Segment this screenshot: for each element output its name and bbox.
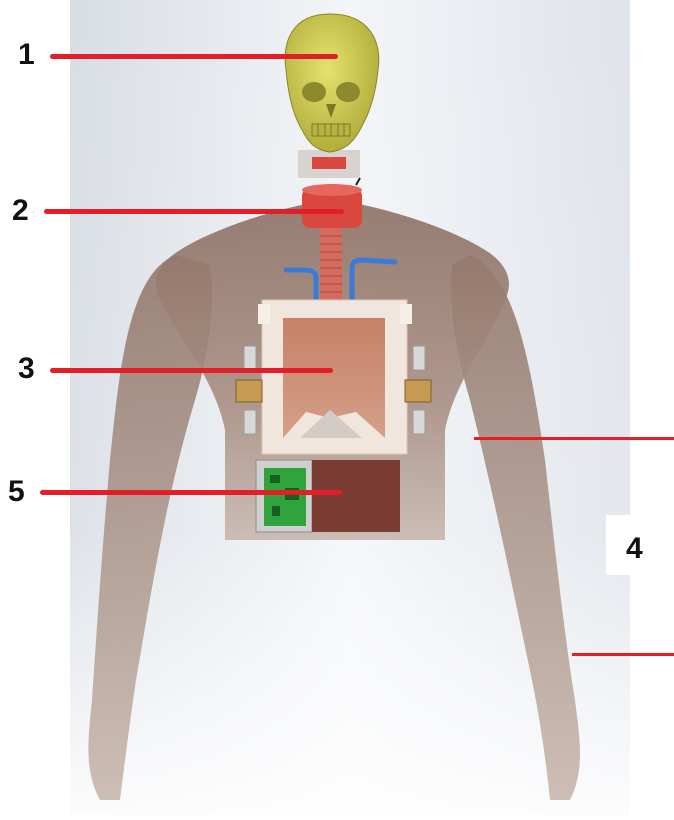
lung-assembly [258, 300, 412, 454]
callout-line-4a [474, 437, 674, 440]
trachea-tube [320, 228, 342, 300]
electronics-module [256, 460, 400, 532]
callout-line-3 [50, 368, 333, 373]
callout-line-1 [50, 54, 338, 59]
callout-line-5 [40, 490, 342, 495]
callout-label-3: 3 [18, 354, 35, 384]
callout-label-2: 2 [12, 196, 29, 226]
callout-label-1: 1 [18, 40, 35, 70]
callout-label-4: 4 [626, 534, 643, 564]
callout-line-4b [572, 653, 674, 656]
callout-label-5: 5 [8, 477, 25, 507]
callout-line-2 [44, 209, 344, 214]
